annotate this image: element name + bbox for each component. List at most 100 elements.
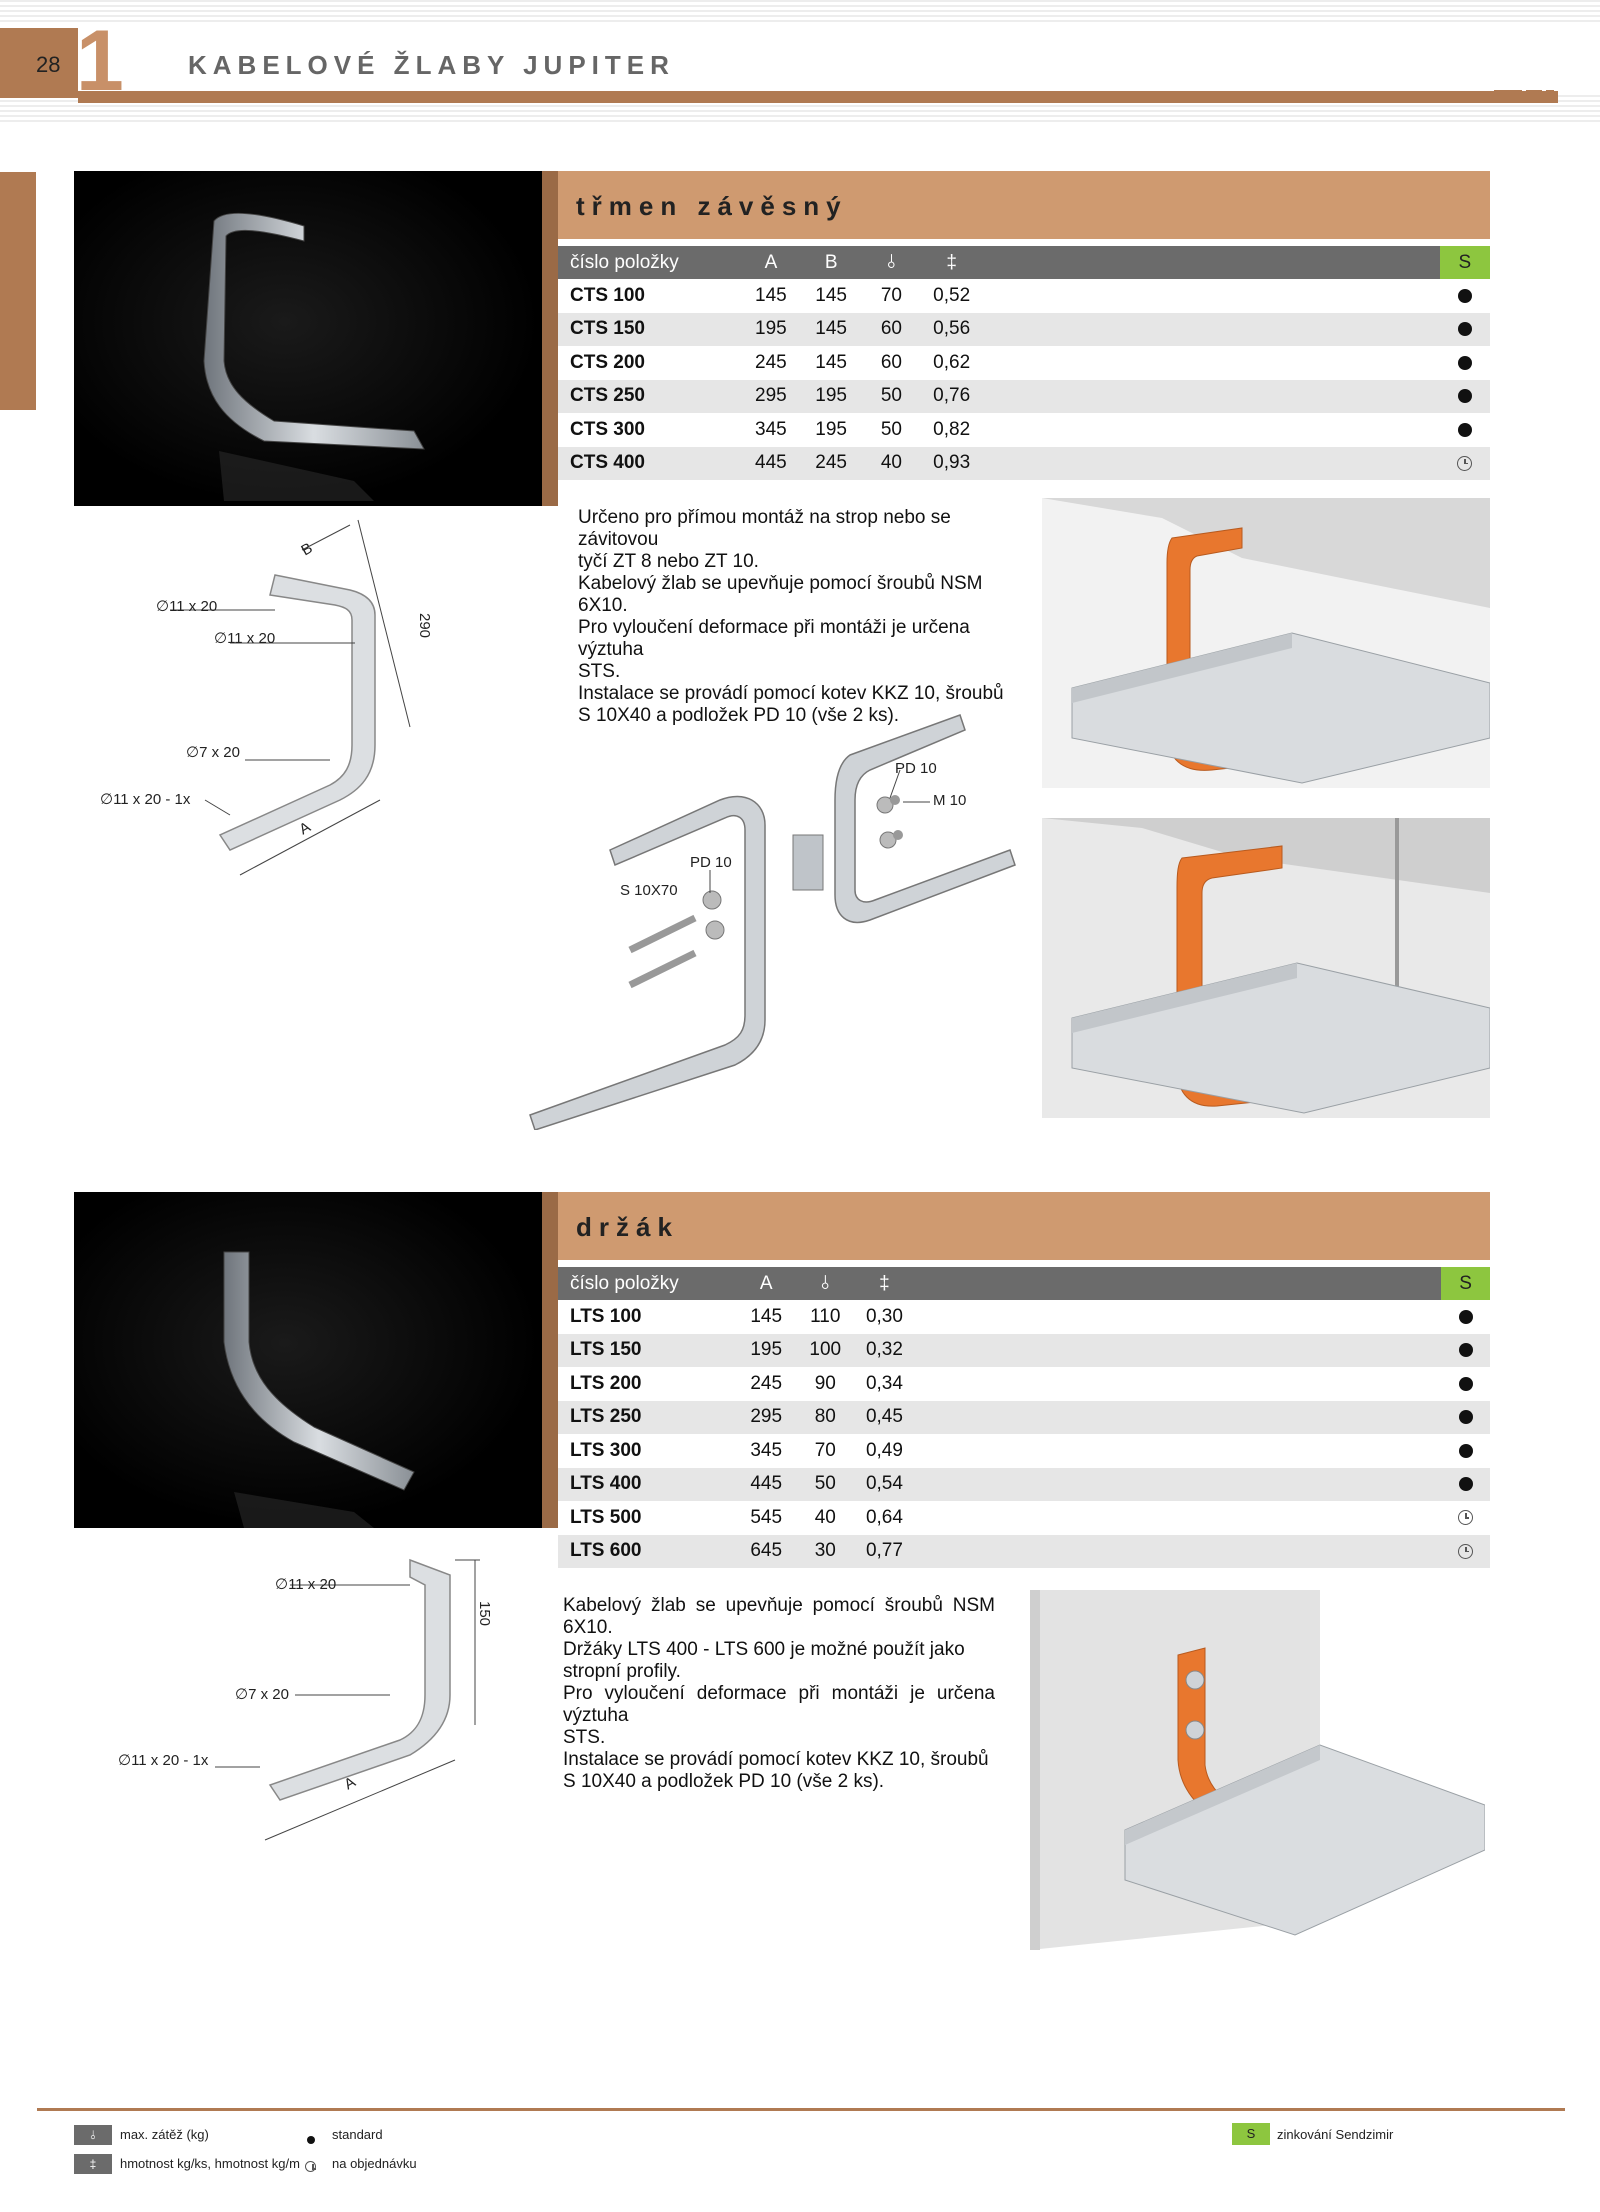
item-code: LTS 200 (558, 1367, 737, 1401)
hole-label: ∅11 x 20 (214, 630, 276, 647)
col-load: ⫰ (795, 1267, 855, 1300)
legend-load-text: max. zátěž (kg) (120, 2127, 209, 2142)
hole-label: ∅11 x 20 - 1x (100, 791, 191, 808)
col-spacer (981, 246, 1440, 279)
value-load: 40 (795, 1501, 855, 1535)
description-line: tyčí ZT 8 nebo ZT 10. (578, 551, 759, 572)
chapter-number: 1 (76, 13, 124, 109)
item-code: LTS 150 (558, 1333, 737, 1367)
spec-table-cts: číslo položky A B ⫰ ‡ S CTS 100 145 145 … (558, 246, 1490, 480)
description-line: S 10X40 a podložek PD 10 (vše 2 ks). (578, 705, 900, 726)
table-row: LTS 300 345 70 0,49 (558, 1434, 1490, 1468)
availability-order (1441, 1501, 1490, 1535)
hole-label: ∅7 x 20 (186, 744, 240, 761)
value-a: 445 (736, 1467, 796, 1501)
table-header-row: číslo položky A B ⫰ ‡ S (558, 246, 1490, 279)
value-weight: 0,62 (921, 346, 982, 380)
description-line: stropní profily. (563, 1661, 681, 1682)
availability-standard (1439, 413, 1490, 447)
item-code: CTS 100 (558, 279, 741, 313)
availability-standard (1439, 379, 1490, 413)
header-square (1526, 90, 1542, 103)
value-a: 145 (736, 1300, 796, 1334)
legend-sendzimir-text: zinkování Sendzimir (1277, 2127, 1394, 2142)
description-line: S 10X40 a podložek PD 10 (vše 2 ks). (563, 1771, 885, 1792)
item-code: LTS 300 (558, 1434, 737, 1468)
description-line: Instalace se provádí pomocí kotev KKZ 10… (563, 1749, 989, 1770)
value-weight: 0,30 (854, 1300, 915, 1334)
description-line: Kabelový žlab se upevňuje pomocí šroubů … (563, 1595, 995, 1638)
chapter-side-tab (0, 172, 36, 410)
value-load: 30 (795, 1534, 855, 1568)
col-item-number: číslo položky (558, 1267, 737, 1300)
installation-image-rod (1042, 818, 1491, 1118)
table-row: LTS 200 245 90 0,34 (558, 1367, 1490, 1401)
availability-order (1441, 1534, 1490, 1568)
spacer-cell (914, 1300, 1442, 1334)
spacer-cell (981, 379, 1440, 413)
standard-dot-icon (1458, 1343, 1473, 1358)
col-s: S (1439, 246, 1490, 279)
value-load: 50 (861, 379, 922, 413)
table-row: CTS 100 145 145 70 0,52 (558, 279, 1490, 313)
value-weight: 0,82 (921, 413, 982, 447)
spacer-cell (914, 1434, 1442, 1468)
hole-label: ∅11 x 20 - 1x (118, 1752, 209, 1769)
header-square (1546, 90, 1554, 103)
availability-order (1439, 446, 1490, 480)
value-b: 195 (801, 413, 862, 447)
value-weight: 0,34 (854, 1367, 915, 1401)
section-title: držák (576, 1212, 679, 1242)
legend-order-text: na objednávku (332, 2156, 417, 2171)
value-a: 295 (740, 379, 802, 413)
col-weight: ‡ (921, 246, 982, 279)
bracket-drawing-icon (170, 519, 411, 876)
col-weight: ‡ (854, 1267, 915, 1300)
item-code: CTS 150 (558, 312, 741, 346)
ceiling-installation-icon (1042, 498, 1491, 784)
assembly-label: PD 10 (895, 760, 937, 777)
bracket-drawing-icon (215, 1558, 480, 1841)
page-number: 28 (36, 52, 61, 77)
table-row: CTS 200 245 145 60 0,62 (558, 346, 1490, 380)
standard-dot-icon (1458, 1477, 1473, 1492)
description-line: Pro vyloučení deformace při montáži je u… (563, 1683, 995, 1726)
value-weight: 0,45 (854, 1400, 915, 1434)
value-load: 50 (861, 413, 922, 447)
value-weight: 0,54 (854, 1467, 915, 1501)
spacer-cell (914, 1333, 1442, 1367)
standard-legend-mark (307, 2131, 315, 2149)
spacer-cell (914, 1400, 1442, 1434)
col-spacer (914, 1267, 1442, 1300)
value-a: 195 (740, 312, 802, 346)
assembly-drawing: PD 10 M 10 PD 10 S 10X70 (525, 690, 1025, 1131)
table-header-row: číslo položky A ⫰ ‡ S (558, 1267, 1490, 1300)
product-photo-lts (74, 1192, 542, 1528)
assembly-icon (529, 714, 1016, 1131)
value-load: 100 (795, 1333, 855, 1367)
value-weight: 0,64 (854, 1501, 915, 1535)
header-rule (78, 91, 1558, 103)
table-row: LTS 250 295 80 0,45 (558, 1400, 1490, 1434)
description-line: Držáky LTS 400 - LTS 600 je možné použít… (563, 1639, 965, 1660)
header-background (0, 25, 1600, 95)
value-a: 195 (736, 1333, 796, 1367)
value-a: 245 (736, 1367, 796, 1401)
availability-standard (1441, 1400, 1490, 1434)
weight-icon: ‡ (74, 2154, 112, 2174)
standard-dot-icon (1458, 1410, 1473, 1425)
col-a: A (736, 1267, 796, 1300)
description-line: STS. (578, 661, 621, 682)
header-square (1494, 90, 1522, 103)
clock-icon (1457, 455, 1473, 471)
value-load: 90 (795, 1367, 855, 1401)
value-weight: 0,56 (921, 312, 982, 346)
value-weight: 0,93 (921, 446, 982, 480)
photo-edge (542, 1192, 558, 1528)
value-a: 545 (736, 1501, 796, 1535)
clock-icon (1458, 1510, 1474, 1526)
dimension-height: 150 (476, 1600, 494, 1627)
hole-label: ∅11 x 20 (156, 598, 218, 615)
wall-bracket-icon (223, 1251, 415, 1528)
value-weight: 0,76 (921, 379, 982, 413)
